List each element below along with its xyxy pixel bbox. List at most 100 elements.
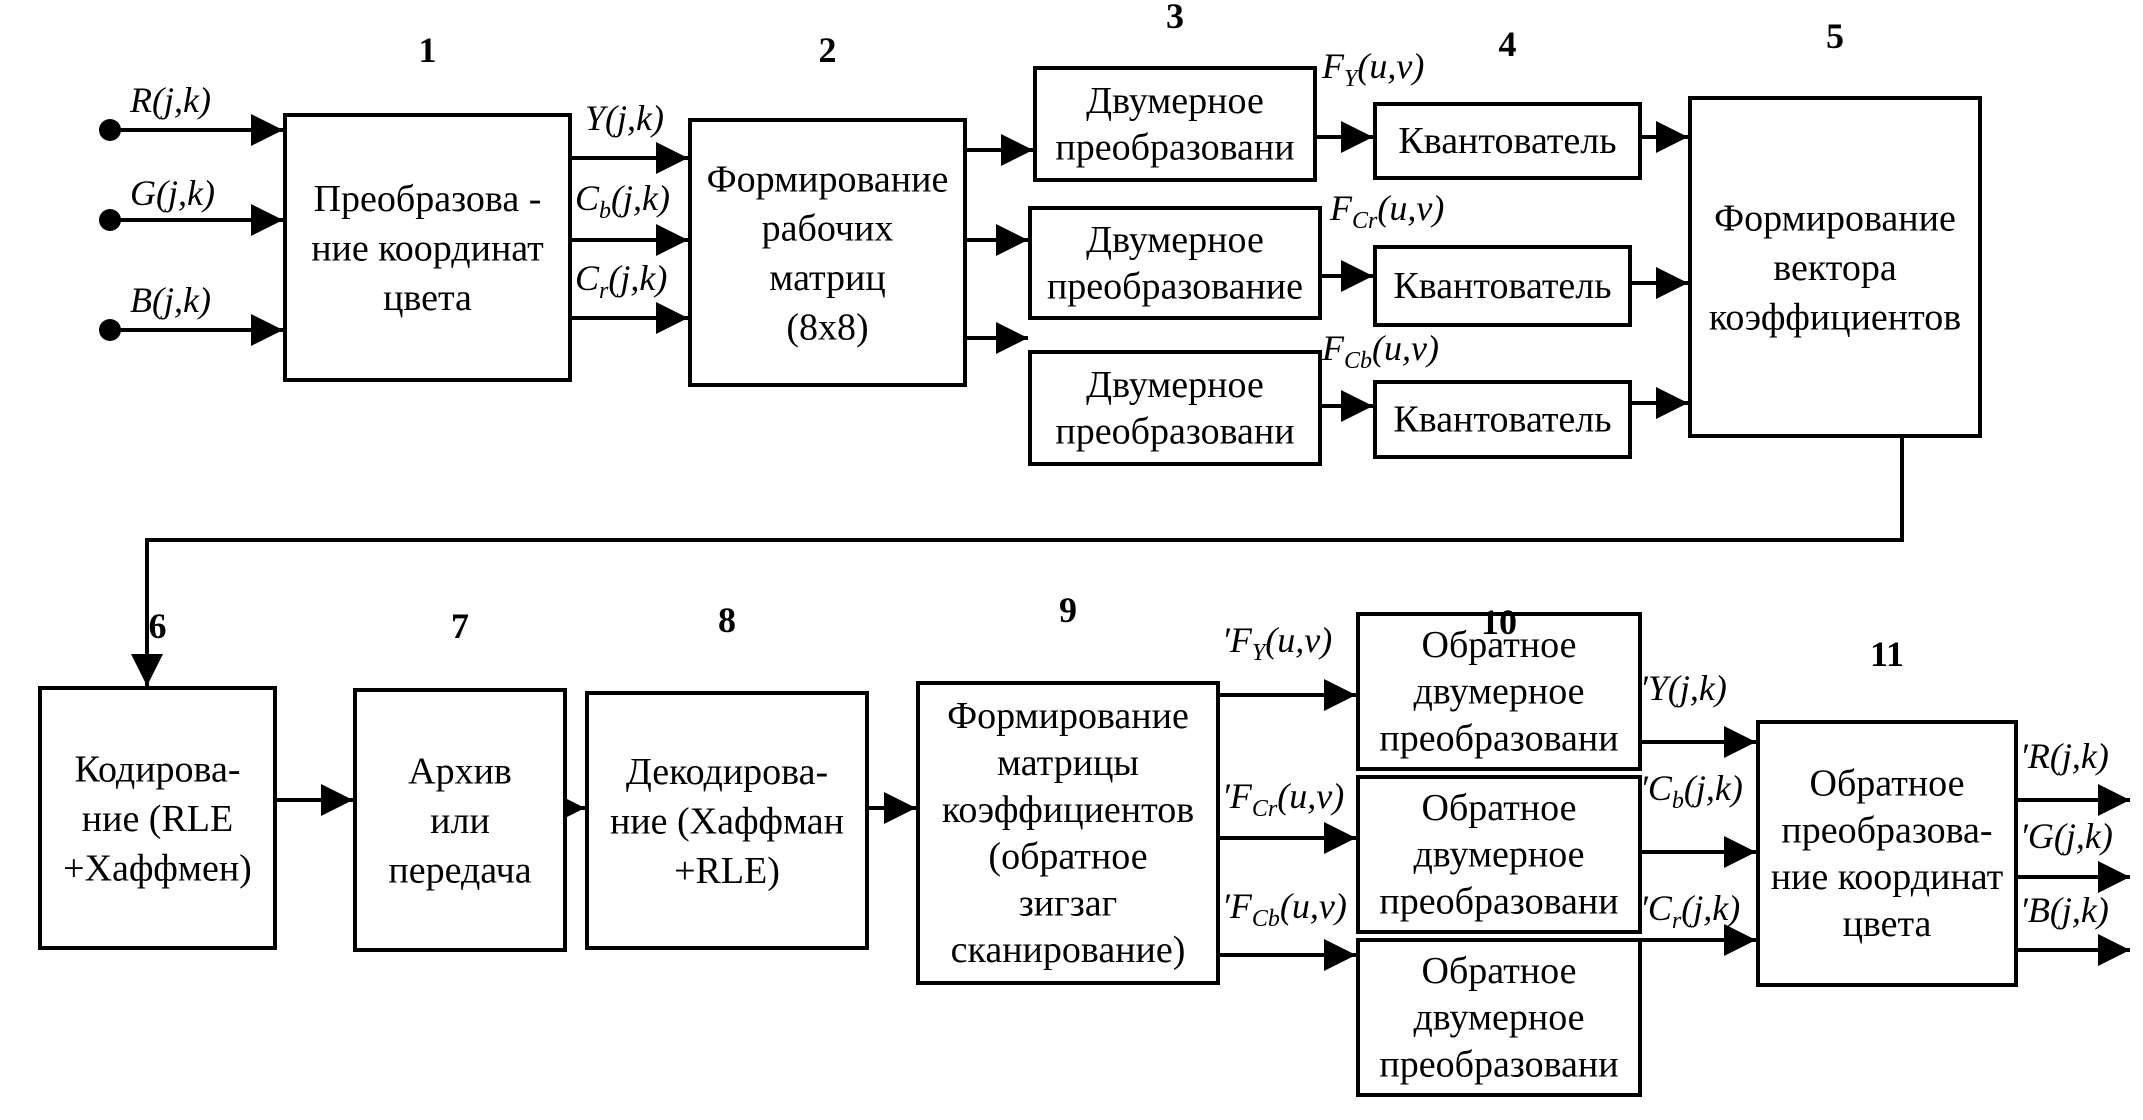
block-b4c: Квантователь [1373, 380, 1632, 459]
block-label-line: коэффициентов [942, 789, 1194, 831]
block-frame [1356, 938, 1642, 1097]
block-b9: Формированиематрицыкоэффициентов(обратно… [916, 681, 1220, 985]
signal-out-g: ′G(j,k) [2020, 816, 2113, 856]
signal-prefix: ′ [2020, 816, 2029, 856]
block-frame [585, 691, 869, 950]
block-b4a: Квантователь [1373, 102, 1642, 180]
signal-sub: r [1672, 908, 1682, 934]
signal-main: F [1229, 776, 1253, 816]
block-label-line: Архив [408, 751, 512, 793]
block-frame [1373, 380, 1632, 459]
signal-args: (j,k) [605, 98, 664, 138]
block-b3a: Двумерное преобразовани [1033, 66, 1317, 182]
block-frame [283, 113, 572, 382]
signal-sub: b [599, 198, 611, 224]
block-label-line: ние (Хаффман [610, 800, 844, 842]
input-terminal-dot [99, 119, 121, 141]
signal-args: (j,k) [1681, 888, 1740, 928]
block-label-line: преобразование [1047, 266, 1303, 308]
signal-args: (j,k) [156, 173, 215, 213]
signal-main: Y [1648, 668, 1672, 708]
signal-args: (u,v) [1357, 46, 1424, 86]
signal-main: F [1229, 620, 1253, 660]
signal-args: (j,k) [2050, 736, 2109, 776]
block-number: 7 [451, 606, 469, 646]
input-terminal-dot [99, 209, 121, 231]
signal-args: (j,k) [608, 258, 667, 298]
block-label-line: Квантователь [1398, 120, 1616, 162]
block-label-line: ние координат [311, 227, 544, 269]
signal-fcr-uv: FCr(u,v) [1329, 188, 1444, 234]
signal-fy-uv: FY(u,v) [1321, 46, 1424, 92]
block-label-line: преобразовани [1055, 127, 1294, 169]
signal-y-jk-p: ′Y(j,k) [1640, 668, 1727, 708]
block-label-line: Декодирова- [626, 751, 828, 793]
block-label-line: Обратное [1422, 787, 1577, 829]
block-frame [1373, 102, 1642, 180]
block-label-line: преобразовани [1379, 1044, 1618, 1086]
signal-main: Y [585, 98, 609, 138]
block-label-line: двумерное [1413, 834, 1584, 876]
block-label-line: (обратное [988, 836, 1147, 878]
signal-fcb-uv: FCb(u,v) [1321, 328, 1439, 374]
signal-prefix: ′ [1222, 886, 1231, 926]
signal-out-b: ′B(j,k) [2020, 890, 2109, 930]
signal-cr-jk: Cr(j,k) [575, 258, 667, 304]
block-number: 5 [1826, 16, 1844, 56]
signal-main: F [1321, 46, 1345, 86]
signal-args: (j,k) [611, 178, 670, 218]
signal-prefix: ′ [2020, 736, 2029, 776]
signal-sub: Y [1344, 66, 1360, 92]
block-label-line: Кодирова- [75, 749, 241, 791]
signal-args: (j,k) [1668, 668, 1727, 708]
signal-cb-jk-p: ′Cb(j,k) [1640, 768, 1743, 814]
block-b4b: Квантователь [1373, 245, 1632, 327]
signal-in-r: R(j,k) [129, 80, 211, 120]
signal-main: C [575, 258, 600, 298]
signal-args: (j,k) [152, 280, 211, 320]
signal-args: (j,k) [2054, 816, 2113, 856]
b5-to-b6-feedback-arrow [131, 436, 1904, 686]
signal-main: B [130, 280, 152, 320]
signal-args: (u,v) [1372, 328, 1439, 368]
block-frame [1028, 206, 1322, 320]
signal-sub: Cb [1252, 906, 1280, 932]
signal-cb-jk: Cb(j,k) [575, 178, 670, 224]
block-label-line: или [430, 800, 490, 842]
block-number: 9 [1059, 590, 1077, 630]
signal-main: C [1648, 888, 1673, 928]
signal-main: C [575, 178, 600, 218]
block-number: 4 [1499, 24, 1517, 64]
input-terminals [99, 119, 121, 341]
signal-args: (j,k) [1684, 768, 1743, 808]
block-frame [1688, 96, 1982, 438]
block-label-line: матриц [769, 257, 885, 299]
signal-prefix: ′ [1222, 620, 1231, 660]
signal-args: (j,k) [2050, 890, 2109, 930]
block-label-line: Обратное [1810, 763, 1965, 805]
block-label-line: вектора [1773, 247, 1897, 289]
block-label-line: сканирование) [951, 929, 1186, 971]
block-label-line: передача [388, 849, 531, 891]
block-label-line: цвета [383, 277, 472, 319]
block-label-line: (8x8) [786, 307, 868, 349]
signal-main: C [1648, 768, 1673, 808]
signal-in-g: G(j,k) [130, 173, 215, 213]
block-number: 6 [149, 606, 167, 646]
block-frame [1356, 775, 1642, 934]
signal-main: F [1229, 886, 1253, 926]
signal-main: F [1329, 188, 1353, 228]
block-frame [1028, 350, 1322, 466]
signal-args: (u,v) [1280, 886, 1347, 926]
block-label-line: Двумерное [1086, 80, 1264, 122]
block-label-line: Двумерное [1086, 364, 1264, 406]
block-label-line: преобразовани [1379, 881, 1618, 923]
signal-cr-jk-p: ′Cr(j,k) [1640, 888, 1740, 934]
